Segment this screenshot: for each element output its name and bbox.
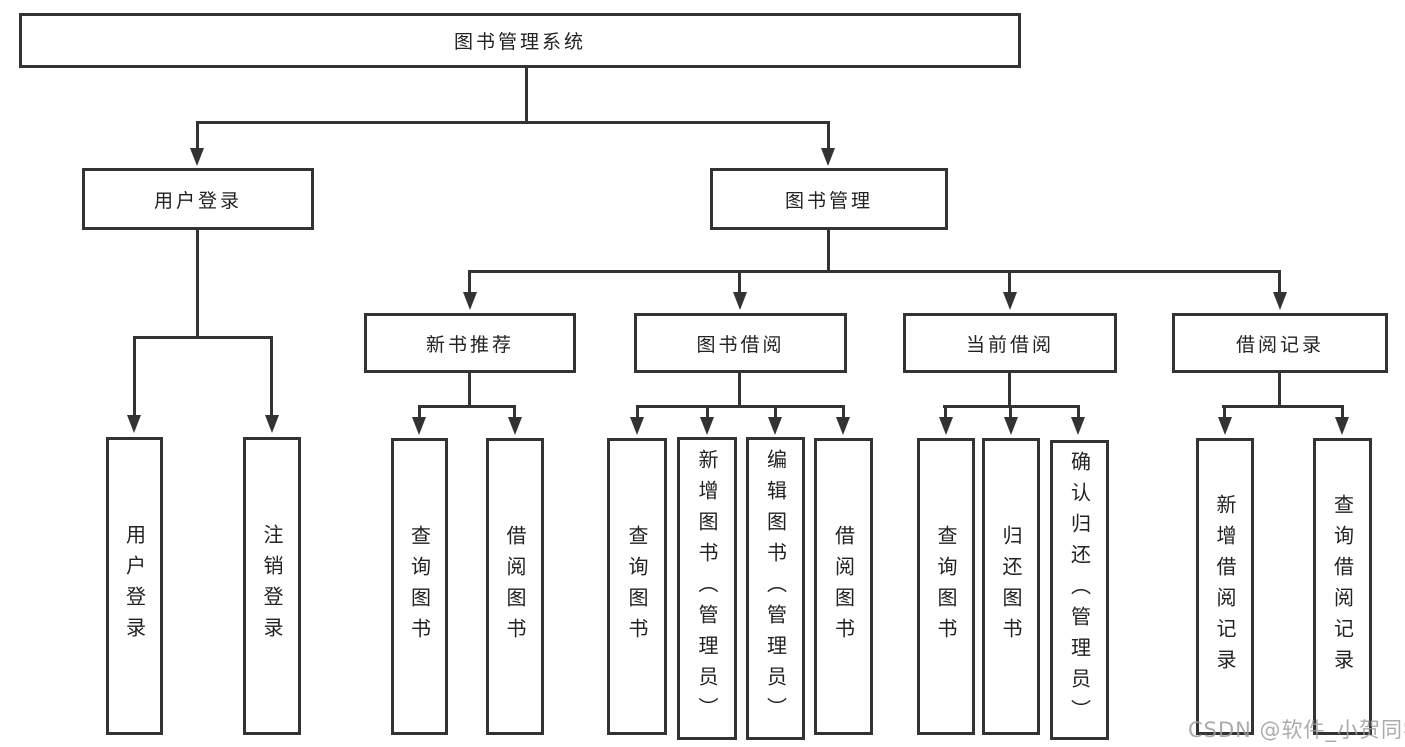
connector-leaf-stem — [1077, 405, 1080, 419]
connector-borrow-records-hline — [1222, 405, 1344, 408]
arrow-down-icon — [1003, 292, 1017, 310]
connector-root-stem — [525, 66, 528, 124]
csdn-watermark: CSDN @软件_小贺同学 — [1188, 718, 1405, 742]
arrow-down-icon — [1071, 417, 1085, 435]
node-current-borrow: 当前借阅 — [903, 313, 1117, 373]
node-borrow-records: 借阅记录 — [1172, 313, 1388, 373]
connector-leaf-stem — [774, 405, 777, 419]
arrow-down-icon — [1335, 417, 1349, 435]
arrow-down-icon — [190, 148, 204, 166]
arrow-down-icon — [1004, 417, 1018, 435]
connector-book-mgmt-down — [827, 230, 830, 272]
connector-current-borrow-down — [1008, 372, 1011, 407]
arrow-down-icon — [733, 292, 747, 310]
connector-leaf-stem — [842, 405, 845, 419]
leaf-confirm-return-admin: 确认归还（管理员） — [1050, 440, 1109, 740]
connector-user-login-hline — [134, 336, 273, 339]
connector-new-book-down — [468, 372, 471, 407]
leaf-query-borrow-record: 查询借阅记录 — [1313, 438, 1372, 735]
connector-new-book-hline — [418, 405, 515, 408]
arrow-down-icon — [700, 417, 714, 435]
leaf-logout: 注销登录 — [243, 437, 301, 735]
leaf-edit-book-admin: 编辑图书（管理员） — [746, 437, 805, 740]
connector-leaf-stem — [1223, 405, 1226, 419]
connector-user-login-down — [196, 230, 199, 338]
arrow-down-icon — [630, 417, 644, 435]
leaf-add-book-admin: 新增图书（管理员） — [677, 437, 737, 740]
leaf-query-books-borrow: 查询图书 — [607, 438, 667, 735]
leaf-query-books-recommend: 查询图书 — [391, 438, 448, 735]
leaf-return-book: 归还图书 — [982, 438, 1040, 735]
connector-book-borrow-down — [738, 372, 741, 407]
connector-leaf-stem — [1008, 270, 1011, 294]
arrow-down-icon — [836, 417, 850, 435]
arrow-down-icon — [1218, 417, 1232, 435]
connector-book-borrow-hline — [636, 405, 845, 408]
connector-leaf-stem — [738, 270, 741, 294]
connector-leaf-stem — [636, 405, 639, 419]
node-user-login: 用户登录 — [82, 168, 314, 230]
node-book-borrow: 图书借阅 — [634, 313, 847, 373]
connector-leaf-stem — [944, 405, 947, 419]
leaf-query-books-current: 查询图书 — [917, 438, 975, 735]
connector-leaf-stem — [1009, 405, 1012, 419]
connector-leaf-stem — [418, 405, 421, 419]
connector-leaf-stem — [513, 405, 516, 419]
arrow-down-icon — [821, 148, 835, 166]
connector-borrow-records-down — [1278, 372, 1281, 407]
leaf-user-login: 用户登录 — [106, 437, 163, 735]
connector-leaf-stem — [133, 336, 136, 418]
connector-leaf-stem — [1278, 270, 1281, 294]
leaf-add-borrow-record: 新增借阅记录 — [1196, 438, 1254, 735]
leaf-borrow-books-recommend: 借阅图书 — [486, 438, 544, 735]
connector-level2-hline — [196, 121, 830, 124]
connector-leaf-stem — [270, 336, 273, 418]
arrow-down-icon — [463, 292, 477, 310]
arrow-down-icon — [1273, 292, 1287, 310]
connector-user-login-stem — [196, 121, 199, 151]
arrow-down-icon — [939, 417, 953, 435]
arrow-down-icon — [265, 415, 279, 433]
node-library-management-system: 图书管理系统 — [19, 13, 1021, 68]
leaf-borrow-books: 借阅图书 — [814, 438, 873, 735]
arrow-down-icon — [768, 417, 782, 435]
connector-leaf-stem — [706, 405, 709, 419]
arrow-down-icon — [508, 417, 522, 435]
node-book-management: 图书管理 — [710, 168, 948, 230]
connector-level3-hline — [470, 270, 1281, 273]
node-new-book-recommend: 新书推荐 — [364, 313, 576, 373]
connector-book-mgmt-stem — [827, 121, 830, 151]
connector-leaf-stem — [1341, 405, 1344, 419]
arrow-down-icon — [412, 417, 426, 435]
arrow-down-icon — [127, 415, 141, 433]
connector-leaf-stem — [468, 270, 471, 294]
